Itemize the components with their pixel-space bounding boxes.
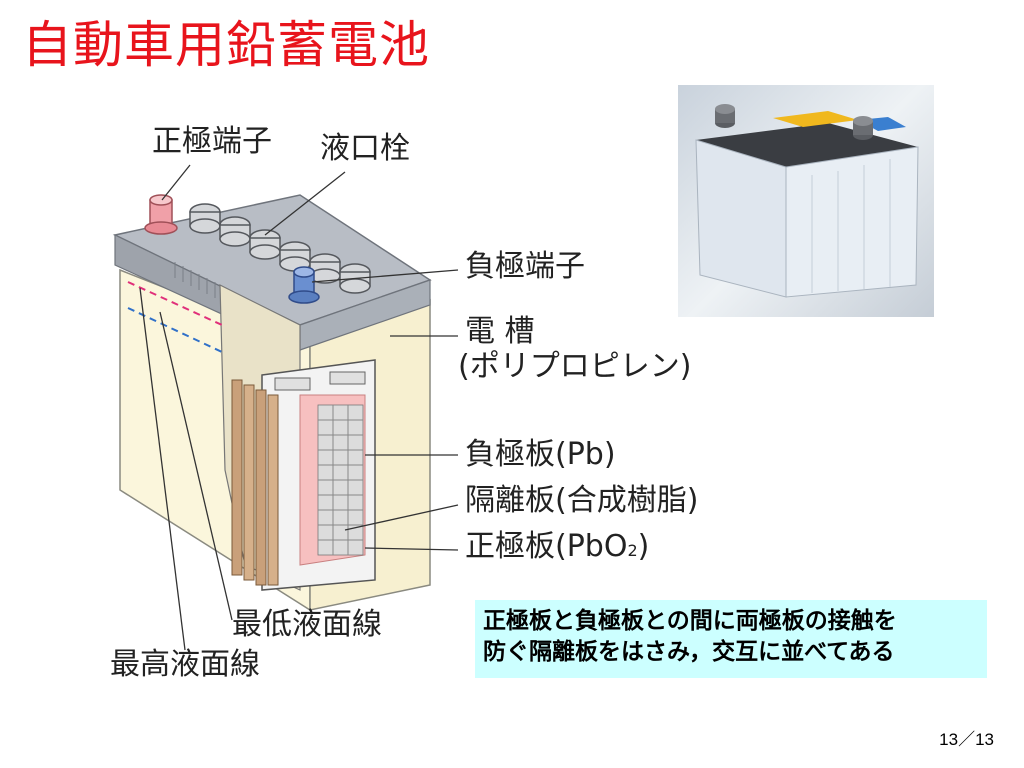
battery-photo (678, 85, 934, 317)
max-level-line (127, 281, 223, 326)
battery-photo-illustration (695, 104, 919, 298)
page-number: 13／13 (939, 730, 994, 749)
label-liquid-plug: 液口栓 (320, 131, 410, 166)
label-separator: 隔離板(合成樹脂) (465, 483, 699, 518)
positive-terminal (144, 194, 178, 235)
label-positive-plate-subscript: 2 (627, 541, 638, 560)
note-box: 正極板と負極板との間に両極板の接触を 防ぐ隔離板をはさみ，交互に並べてある (475, 600, 987, 678)
label-container-line2: (ポリプロピレン) (458, 349, 692, 384)
leader-lines (139, 164, 459, 651)
negative-terminal (288, 266, 320, 304)
label-min-level: 最低液面線 (232, 607, 382, 642)
label-positive-plate: 正極板(PbO2) (465, 529, 650, 565)
label-container-line1: 電 槽 (465, 314, 535, 349)
label-positive-terminal: 正極端子 (152, 124, 272, 159)
label-positive-plate-main: 正極板(PbO (465, 529, 628, 564)
vent-caps (189, 203, 371, 294)
slide-title: 自動車用鉛蓄電池 (22, 16, 430, 74)
plate-stack (231, 379, 279, 586)
label-negative-plate: 負極板(Pb) (465, 437, 616, 472)
label-max-level: 最高液面線 (110, 647, 260, 682)
label-positive-plate-close: ) (637, 529, 650, 564)
note-line-2: 防ぐ隔離板をはさみ，交互に並べてある (483, 639, 895, 666)
label-negative-terminal: 負極端子 (465, 249, 585, 284)
note-line-1: 正極板と負極板との間に両極板の接触を (483, 608, 897, 634)
